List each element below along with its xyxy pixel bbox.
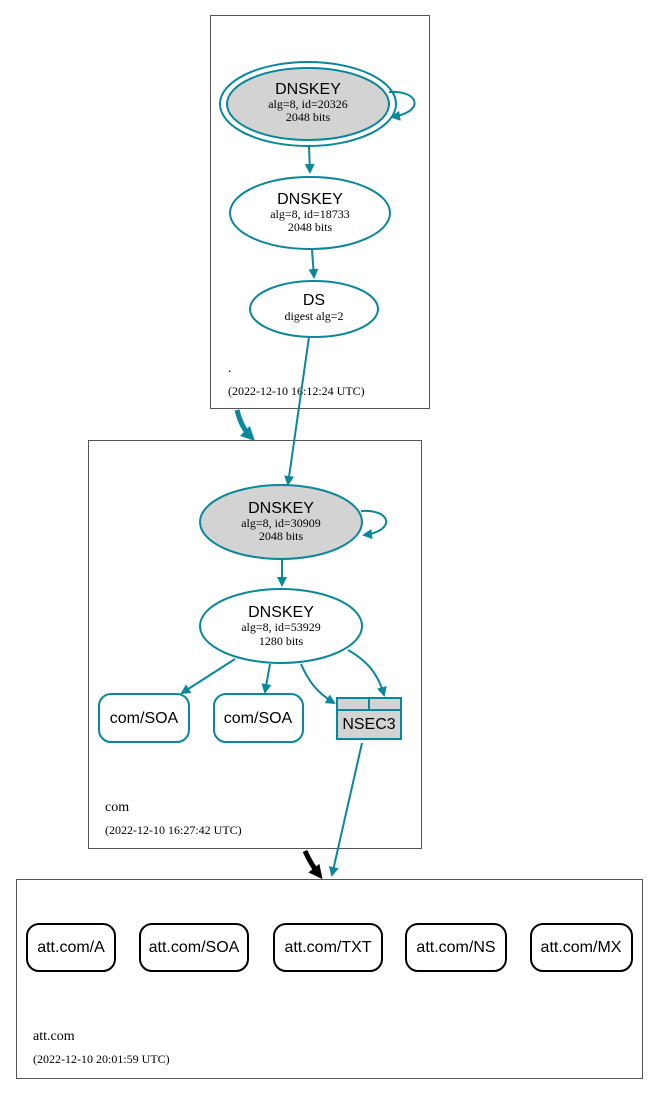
com-soa-1-label: com/SOA [110, 710, 179, 727]
com-zsk-title: DNSKEY [248, 604, 314, 621]
root-zsk-title: DNSKEY [277, 191, 343, 208]
com-soa-node-1: com/SOA [98, 693, 190, 743]
com-soa-node-2: com/SOA [213, 693, 304, 743]
nsec3-node: NSEC3 [336, 697, 402, 740]
com-ksk-self-edge [360, 509, 388, 539]
root-ksk-self-edge [388, 90, 416, 121]
att-txt-label: att.com/TXT [284, 939, 371, 956]
edge-root-ksk-to-zsk [304, 146, 315, 174]
com-ksk-node: DNSKEY alg=8, id=30909 2048 bits [199, 484, 363, 560]
att-a-node: att.com/A [26, 923, 116, 972]
root-zsk-node: DNSKEY alg=8, id=18733 2048 bits [229, 176, 391, 250]
edge-ds-to-com-ksk [284, 336, 310, 486]
root-ksk-node: DNSKEY alg=8, id=20326 2048 bits [219, 61, 397, 147]
root-ds-title: DS [303, 292, 325, 309]
root-zsk-line2: 2048 bits [288, 220, 333, 234]
att-soa-label: att.com/SOA [149, 939, 240, 956]
com-soa-2-label: com/SOA [224, 710, 293, 727]
com-ksk-title: DNSKEY [248, 500, 314, 517]
zone-att-name: att.com [33, 1029, 75, 1044]
root-ksk-line1: alg=8, id=20326 [268, 97, 348, 111]
att-mx-label: att.com/MX [541, 939, 622, 956]
com-zsk-line2: 1280 bits [259, 634, 304, 648]
com-ksk-line1: alg=8, id=30909 [241, 516, 321, 530]
att-a-label: att.com/A [37, 939, 105, 956]
edge-com-zsk-to-soa-2 [261, 663, 272, 694]
root-ksk-line2: 2048 bits [286, 110, 331, 124]
delegation-com-to-att-edge [302, 849, 323, 880]
zone-com-box [88, 440, 422, 849]
nsec3-label: NSEC3 [342, 716, 395, 733]
zone-com-name: com [105, 800, 129, 815]
att-ns-label: att.com/NS [416, 939, 495, 956]
com-zsk-node: DNSKEY alg=8, id=53929 1280 bits [199, 588, 363, 664]
edge-com-zsk-to-nsec3-b [347, 649, 387, 697]
zone-root-name: . [228, 361, 232, 376]
root-ds-node: DS digest alg=2 [249, 280, 379, 338]
com-zsk-line1: alg=8, id=53929 [241, 620, 321, 634]
zone-root-timestamp: (2022-12-10 16:12:24 UTC) [228, 384, 365, 398]
edge-root-zsk-to-ds [308, 249, 319, 279]
zone-att-box [16, 879, 643, 1079]
edge-com-zsk-to-soa-1 [180, 658, 236, 695]
root-ds-line1: digest alg=2 [284, 309, 343, 323]
zone-com-timestamp: (2022-12-10 16:27:42 UTC) [105, 823, 242, 837]
zone-root-box [210, 15, 430, 409]
root-ksk-title: DNSKEY [275, 81, 341, 98]
edge-nsec3-to-att-zone [328, 742, 363, 877]
att-soa-node: att.com/SOA [139, 923, 249, 972]
edge-com-zsk-to-nsec3-a [300, 663, 336, 705]
delegation-root-to-com-edge [234, 409, 255, 441]
att-txt-node: att.com/TXT [273, 923, 383, 972]
att-ns-node: att.com/NS [405, 923, 507, 972]
zone-att-timestamp: (2022-12-10 20:01:59 UTC) [33, 1052, 170, 1066]
att-mx-node: att.com/MX [530, 923, 633, 972]
root-zsk-line1: alg=8, id=18733 [270, 207, 350, 221]
com-ksk-line2: 2048 bits [259, 529, 304, 543]
